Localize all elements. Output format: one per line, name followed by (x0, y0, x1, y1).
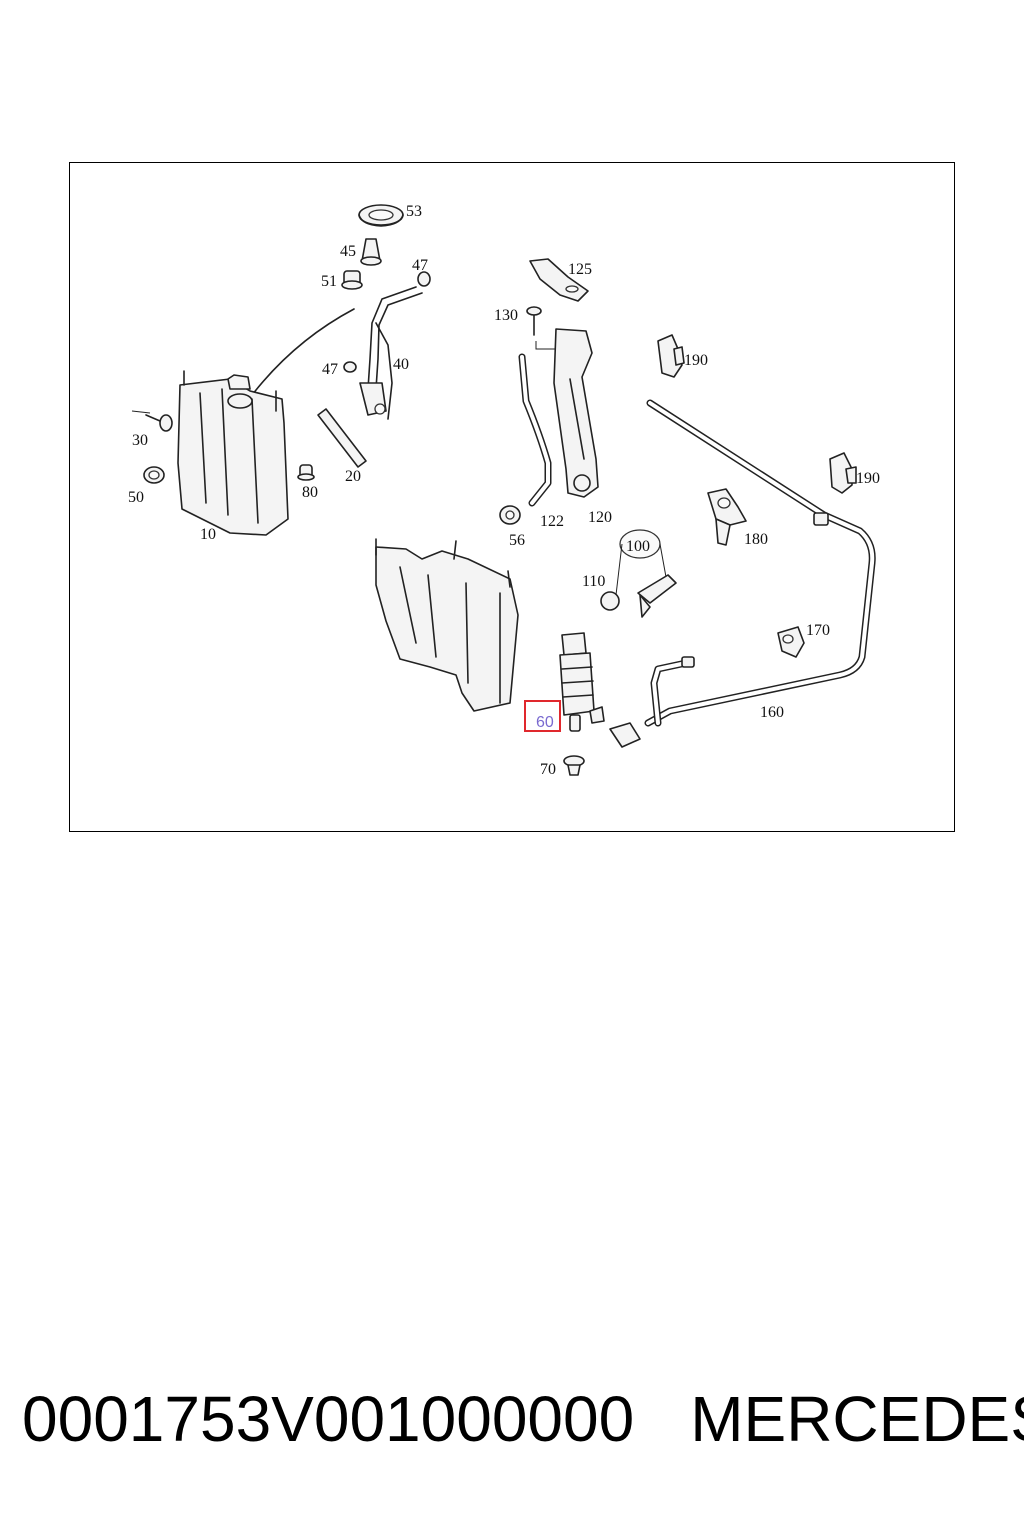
callout-51: 51 (321, 273, 337, 290)
part-40-bracket (359, 286, 423, 420)
exploded-view-drawing: 53 45 51 47 40 47 10 30 (128, 203, 880, 778)
part-10-reservoir (177, 370, 289, 536)
part-51-seal (341, 270, 363, 290)
callout-20: 20 (345, 468, 361, 485)
callout-30: 30 (132, 432, 148, 449)
callout-130: 130 (494, 307, 518, 324)
part-45-grommet (360, 238, 382, 266)
part-180-clip (707, 488, 747, 546)
callout-120: 120 (588, 509, 612, 526)
footer-caption: 0001753V001000000 MERCEDES (22, 1382, 1024, 1472)
assembly-arrow (245, 308, 355, 404)
callout-50: 50 (128, 489, 144, 506)
callout-47-lower: 47 (322, 361, 338, 378)
callout-100: 100 (626, 538, 650, 555)
part-125-cover (529, 258, 589, 302)
part-170-clamp (777, 626, 805, 658)
callout-110: 110 (582, 573, 605, 590)
callout-170: 170 (806, 622, 830, 639)
part-70-grommet (563, 755, 585, 776)
part-120-filler-neck (553, 328, 599, 498)
brand-name: MERCEDES (690, 1383, 1024, 1455)
parts-diagram: 53 45 51 47 40 47 10 30 (69, 162, 955, 832)
part-80-plug (297, 464, 315, 481)
part-47-oring-lower (343, 361, 357, 373)
callout-125: 125 (568, 261, 592, 278)
callout-122: 122 (540, 513, 564, 530)
callout-56: 56 (509, 532, 525, 549)
part-60-washer-pump (559, 632, 605, 732)
part-190-clip-right (829, 452, 857, 494)
callout-53: 53 (406, 203, 422, 220)
callout-190-right: 190 (856, 470, 880, 487)
part-20-strap (317, 408, 367, 468)
callout-60-highlighted[interactable]: 60 (536, 714, 554, 731)
callout-45: 45 (340, 243, 356, 260)
callout-180: 180 (744, 531, 768, 548)
callout-70: 70 (540, 761, 556, 778)
callout-190-top: 190 (684, 352, 708, 369)
highlight-box-60[interactable] (524, 700, 561, 732)
part-number: 0001753V001000000 (22, 1383, 635, 1455)
part-130-screw (526, 306, 556, 350)
callout-40: 40 (393, 356, 409, 373)
callout-47-top: 47 (412, 257, 428, 274)
part-190-clip-top (657, 334, 685, 378)
part-50-grommet (143, 466, 165, 484)
part-56-grommet (499, 505, 521, 525)
reservoir-shell (375, 538, 519, 712)
part-122-hose (518, 353, 552, 507)
part-100-nozzle-set (600, 529, 677, 618)
part-160-hose-line (609, 399, 876, 748)
callout-160: 160 (760, 704, 784, 721)
part-30-bolt (131, 410, 173, 432)
callout-80: 80 (302, 484, 318, 501)
part-53-cap-ring (358, 204, 404, 227)
callout-10: 10 (200, 526, 216, 543)
part-47-oring-top (417, 271, 431, 287)
